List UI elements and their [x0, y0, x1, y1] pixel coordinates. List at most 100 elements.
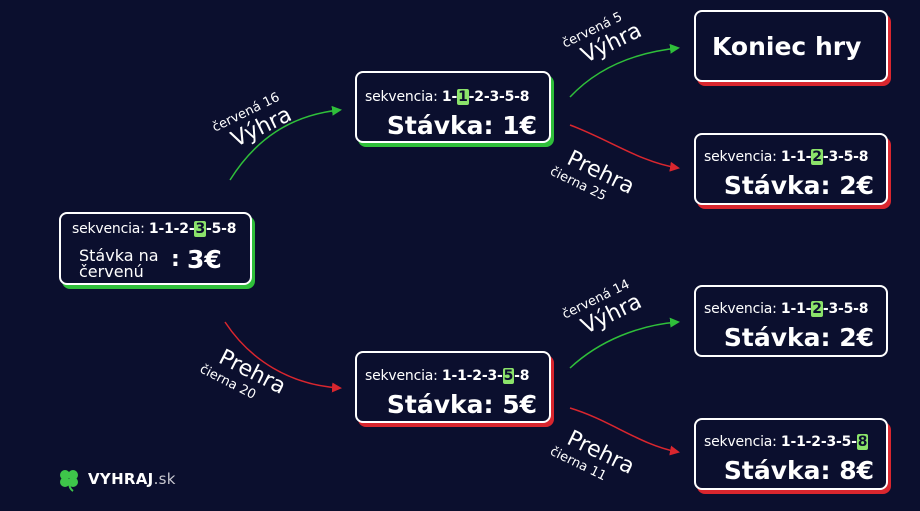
node-bottom-lose-bet: Stávka: 8€	[723, 456, 874, 485]
node-bottom-win: sekvencia: 1-1-2-3-5-8 Stávka: 2€	[694, 285, 888, 357]
sequence-dash: -	[466, 368, 473, 384]
sequence-dash: -	[451, 89, 458, 105]
start-bet-separator: :	[171, 247, 180, 272]
node-bottom-lose: sekvencia: 1-1-2-3-5-8 Stávka: 8€	[694, 418, 888, 490]
sequence-dash: -	[514, 89, 520, 105]
node-bottom-bet: Stávka: 5€	[386, 390, 537, 419]
sequence-item: 5	[841, 434, 852, 450]
sequence-dash: -	[790, 434, 797, 450]
sequence-dash: -	[173, 221, 180, 237]
arrow-e4	[569, 124, 680, 172]
sequence-item: 1	[796, 301, 806, 317]
sequence-dash: -	[790, 301, 797, 317]
arrow-e5	[569, 317, 680, 369]
node-bottom-sequence: sekvencia: 1-1-2-3-5-8	[365, 368, 530, 384]
node-top-sequence: sekvencia: 1-1-2-3-5-8	[365, 89, 530, 105]
node-bottom-win-bet: Stávka: 2€	[723, 323, 874, 352]
sequence-dash: -	[805, 434, 812, 450]
sequence-current-item: 2	[811, 301, 823, 317]
logo-text: VYHRAJ.sk	[88, 470, 176, 488]
node-bottom-lose-sequence: sekvencia: 1-1-2-3-5-8	[704, 434, 869, 450]
sequence-item: 3	[828, 149, 838, 165]
sequence-item: 3	[828, 301, 838, 317]
sequence-item: 2	[811, 434, 821, 450]
sequence-dash: -	[468, 89, 475, 105]
sequence-item: 1	[164, 221, 174, 237]
start-node: sekvencia: 1-1-2-3-5-8 Stávka na červenú…	[59, 212, 252, 285]
sequence-item: 5	[843, 149, 854, 165]
sequence-label: sekvencia:	[704, 149, 781, 165]
sequence-item: 1	[441, 89, 452, 105]
sequence-current-item: 8	[856, 434, 869, 450]
sequence-item: 2	[474, 89, 484, 105]
sequence-item: 3	[487, 368, 497, 384]
node-top-bet: Stávka: 1€	[386, 111, 537, 140]
sequence-dash: -	[205, 221, 212, 237]
logo: VYHRAJ.sk	[56, 466, 176, 492]
sequence-item: 2	[472, 368, 482, 384]
sequence-current-item: 5	[502, 368, 515, 384]
sequence-dash: -	[805, 149, 812, 165]
start-bet-label-2: červenú	[79, 262, 144, 281]
arrow-e1	[229, 105, 342, 181]
sequence-dash: -	[851, 434, 857, 450]
arrow-e3	[569, 43, 680, 98]
sequence-label: sekvencia:	[704, 301, 781, 317]
sequence-item: 1	[441, 368, 452, 384]
sequence-dash: -	[835, 434, 842, 450]
start-sequence: sekvencia: 1-1-2-3-5-8	[72, 221, 237, 237]
sequence-item: 1	[148, 221, 159, 237]
arrow-e2	[224, 321, 342, 393]
sequence-item: 1	[796, 434, 806, 450]
sequence-current-item: 1	[457, 89, 469, 105]
sequence-dash: -	[837, 301, 844, 317]
node-top-lose-bet: Stávka: 2€	[723, 171, 874, 200]
sequence-dash: -	[514, 368, 520, 384]
sequence-dash: -	[820, 434, 827, 450]
sequence-item: 1	[780, 149, 791, 165]
node-end-title: Koniec hry	[712, 32, 862, 61]
sequence-dash: -	[451, 368, 458, 384]
sequence-dash: -	[483, 89, 490, 105]
sequence-item: 1	[796, 149, 806, 165]
sequence-dash: -	[822, 149, 829, 165]
sequence-item: 1	[780, 434, 791, 450]
start-bet-value: 3€	[187, 245, 222, 274]
sequence-item: 5	[843, 301, 854, 317]
sequence-item: 1	[780, 301, 791, 317]
sequence-label: sekvencia:	[365, 89, 442, 105]
sequence-label: sekvencia:	[365, 368, 442, 384]
sequence-item: 8	[858, 301, 869, 317]
sequence-dash: -	[822, 301, 829, 317]
sequence-item: 8	[519, 89, 530, 105]
sequence-label: sekvencia:	[72, 221, 149, 237]
sequence-item: 3	[489, 89, 499, 105]
arrow-e6	[569, 407, 680, 456]
node-bottom-win-sequence: sekvencia: 1-1-2-3-5-8	[704, 301, 869, 317]
sequence-dash: -	[221, 221, 227, 237]
node-top: sekvencia: 1-1-2-3-5-8 Stávka: 1€	[355, 71, 551, 143]
clover-icon	[60, 470, 78, 492]
sequence-dash: -	[481, 368, 488, 384]
node-top-lose-sequence: sekvencia: 1-1-2-3-5-8	[704, 149, 869, 165]
sequence-dash: -	[496, 368, 503, 384]
sequence-item: 2	[179, 221, 189, 237]
start-bet-label-1: Stávka na	[79, 246, 159, 265]
sequence-current-item: 2	[811, 149, 823, 165]
sequence-item: 3	[826, 434, 836, 450]
node-bottom: sekvencia: 1-1-2-3-5-8 Stávka: 5€	[355, 351, 551, 423]
sequence-item: 8	[858, 149, 869, 165]
sequence-item: 8	[226, 221, 237, 237]
sequence-item: 8	[519, 368, 530, 384]
sequence-dash: -	[853, 301, 859, 317]
sequence-dash: -	[158, 221, 165, 237]
logo-brand: VYHRAJ	[88, 470, 154, 488]
sequence-item: 1	[457, 368, 467, 384]
node-end: Koniec hry	[694, 10, 888, 82]
sequence-dash: -	[837, 149, 844, 165]
sequence-dash: -	[805, 301, 812, 317]
sequence-dash: -	[188, 221, 195, 237]
node-top-lose: sekvencia: 1-1-2-3-5-8 Stávka: 2€	[694, 133, 888, 205]
sequence-item: 5	[504, 89, 515, 105]
